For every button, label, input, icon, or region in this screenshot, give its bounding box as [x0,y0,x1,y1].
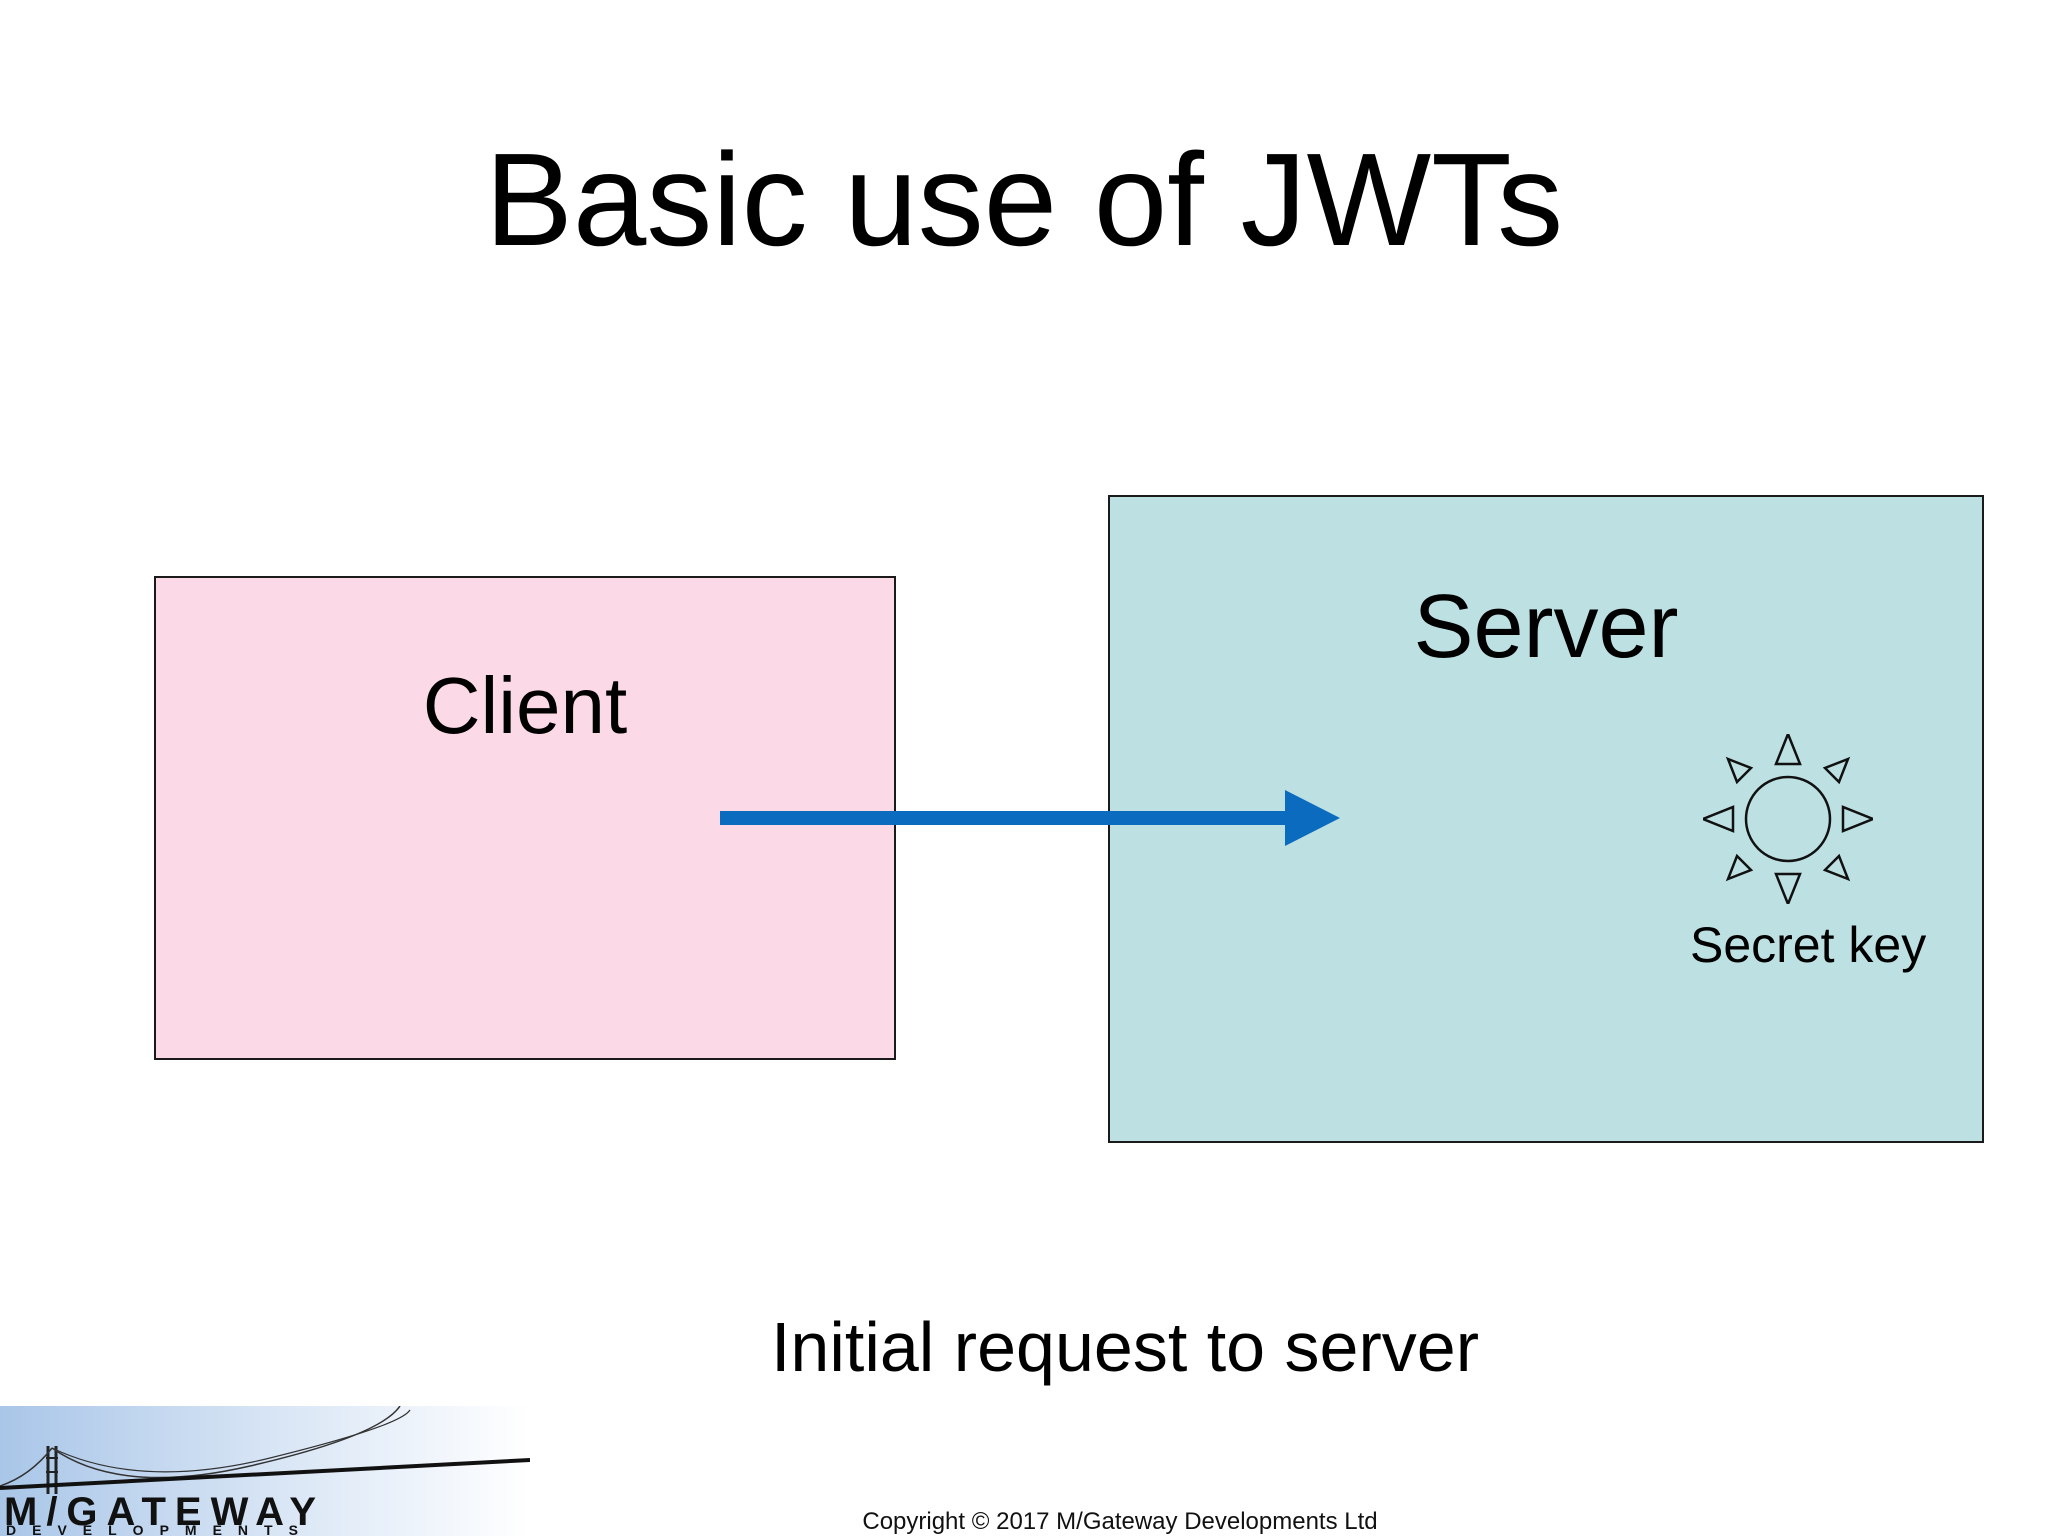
company-logo: M/GATEWAY DEVELOPMENTS [0,1406,530,1536]
logo-subtext: DEVELOPMENTS [6,1522,314,1536]
bridge-icon [0,1406,530,1494]
client-label: Client [422,661,628,750]
slide-title: Basic use of JWTs [484,126,1564,273]
secret-key-label: Secret key [1690,917,1927,973]
request-arrow [720,790,1340,846]
slide-caption: Initial request to server [770,1308,1480,1386]
copyright-notice: Copyright © 2017 M/Gateway Developments … [862,1508,1378,1535]
server-label: Server [1413,577,1679,677]
sun-icon [1703,734,1873,904]
logo-text: M/GATEWAY [4,1490,326,1534]
server-box: Server Secret key [1108,495,1984,1143]
